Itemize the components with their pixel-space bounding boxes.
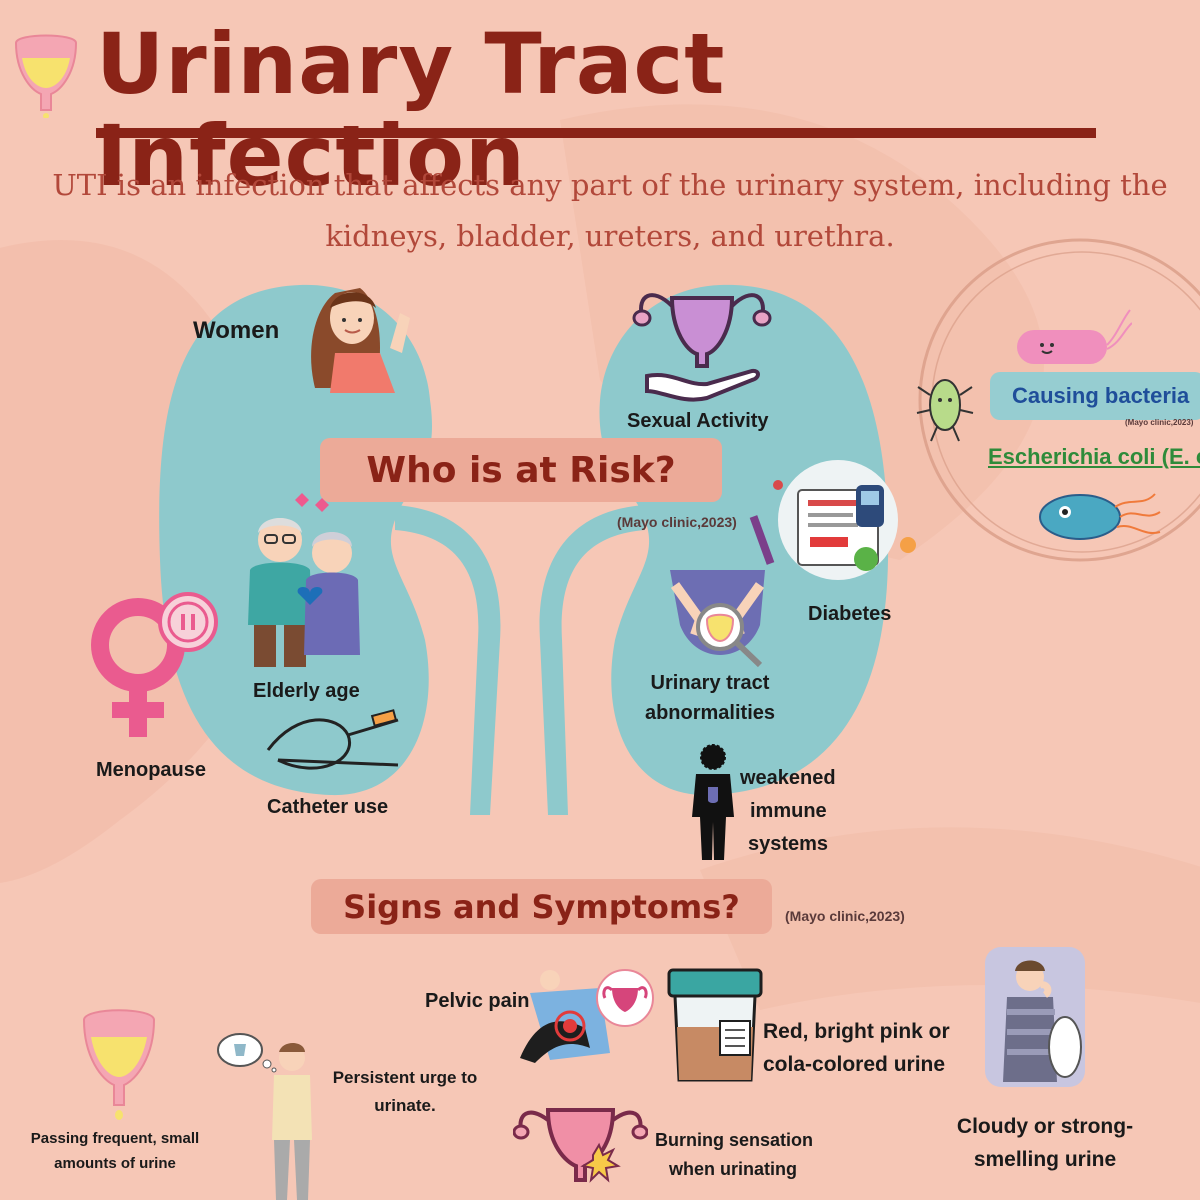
smell-person-icon (985, 947, 1085, 1087)
risk-abnormalities-label: Urinary tract abnormalities (644, 672, 776, 724)
symptom-red-urine-label: Red, bright pink or cola-colored urine (763, 1020, 950, 1076)
uterus-icon (632, 293, 772, 402)
catheter-icon (266, 709, 399, 770)
woman-icon (311, 288, 410, 393)
burning-uterus-icon (513, 1108, 648, 1183)
symptom-urge-label: Persistent urge to urinate. (332, 1068, 478, 1115)
risk-heading: Who is at Risk? (320, 438, 722, 502)
person-urge-icon (217, 1033, 312, 1200)
risk-immune-label: weakened immune systems (740, 767, 836, 855)
elderly-couple-icon (248, 493, 360, 667)
bladder-icon (14, 34, 78, 118)
diabetes-icon (749, 460, 916, 580)
causing-bacteria-label: Causing bacteria (990, 372, 1200, 420)
page-title: Urinary Tract Infection (96, 15, 726, 206)
risk-sexual-activity-label: Sexual Activity (627, 410, 769, 432)
risk-catheter-label: Catheter use (267, 796, 389, 818)
risk-citation: (Mayo clinic,2023) (617, 514, 737, 530)
green-bacteria-icon (916, 379, 974, 442)
pelvis-icon (670, 570, 765, 668)
symptom-frequent-label: Passing frequent, small amounts of urine (30, 1130, 200, 1172)
symptom-burning-label: Burning sensation when urinating (655, 1130, 814, 1179)
risk-menopause-label: Menopause (96, 759, 207, 781)
page-subtitle: UTI is an infection that affects any par… (52, 168, 1168, 253)
risk-women-label: Women (193, 317, 280, 344)
pink-bacteria-icon (1017, 309, 1132, 364)
symptoms-heading: Signs and Symptoms? (311, 879, 772, 934)
female-symbol-icon (91, 592, 218, 737)
symptom-pelvic-pain-label: Pelvic pain (425, 990, 530, 1012)
urine-cup-icon (667, 968, 763, 1082)
title-underline (96, 128, 1096, 138)
risk-elderly-label: Elderly age (253, 680, 360, 702)
symptoms-citation: (Mayo clinic,2023) (785, 908, 905, 924)
ecoli-label: Escherichia coli (E. co (988, 444, 1200, 469)
immune-silhouette-icon (692, 744, 734, 860)
right-kidney (599, 284, 889, 796)
sitting-person-icon (520, 969, 654, 1063)
bacteria-citation: (Mayo clinic,2023) (1125, 418, 1194, 427)
bladder-small-icon (82, 1009, 156, 1120)
decorative-ring (918, 238, 1200, 562)
symptom-cloudy-label: Cloudy or strong- smelling urine (956, 1115, 1134, 1171)
blue-bacteria-icon (1039, 493, 1161, 540)
risk-diabetes-label: Diabetes (808, 603, 892, 625)
